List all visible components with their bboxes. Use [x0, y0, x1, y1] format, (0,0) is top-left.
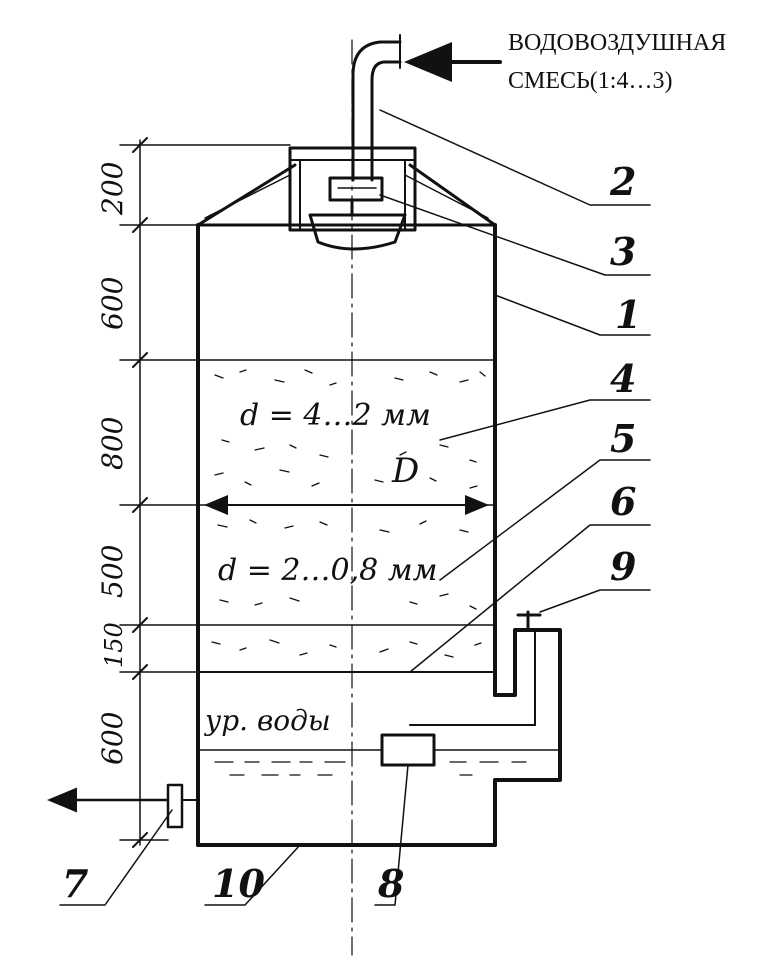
- callout-2: 2: [609, 159, 636, 204]
- water-level-label: ур. воды: [203, 704, 331, 737]
- callout-5: 5: [610, 416, 636, 461]
- callout-leaders: [59, 109, 651, 906]
- callout-10: 10: [212, 861, 265, 906]
- inlet-label-line2: СМЕСЬ(1:4…3): [508, 68, 672, 94]
- inlet-pipe: [308, 34, 407, 251]
- vessel-body: [196, 223, 497, 847]
- media-speckle: [211, 369, 486, 658]
- dim-water: 600: [96, 712, 129, 765]
- water-level-lines: [197, 749, 561, 776]
- callout-4: 4: [610, 356, 636, 401]
- callout-3: 3: [610, 229, 636, 274]
- outlet-chamber: [409, 610, 562, 847]
- inlet-label-line1: ВОДОВОЗДУШНАЯ: [508, 30, 726, 56]
- lower-layer-label: d = 2…0,8 мм: [218, 553, 438, 588]
- dim-cap: 200: [96, 162, 129, 216]
- upper-layer-label: d = 4…2 мм: [240, 398, 431, 433]
- dim-lower-layer: 500: [96, 545, 129, 598]
- diameter-symbol: D: [391, 451, 419, 491]
- callout-1: 1: [615, 292, 641, 337]
- drain-pipe: [47, 783, 199, 829]
- dim-upper-layer: 800: [96, 417, 129, 470]
- dim-freeboard: 600: [96, 277, 129, 330]
- cap-cone: [196, 146, 497, 232]
- callout-6: 6: [610, 479, 636, 524]
- callout-9: 9: [610, 544, 636, 589]
- dim-support: 150: [100, 622, 128, 668]
- callout-8: 8: [377, 861, 404, 906]
- dimension-chain: [119, 137, 291, 848]
- float-box: [380, 733, 436, 767]
- callout-7: 7: [62, 861, 88, 906]
